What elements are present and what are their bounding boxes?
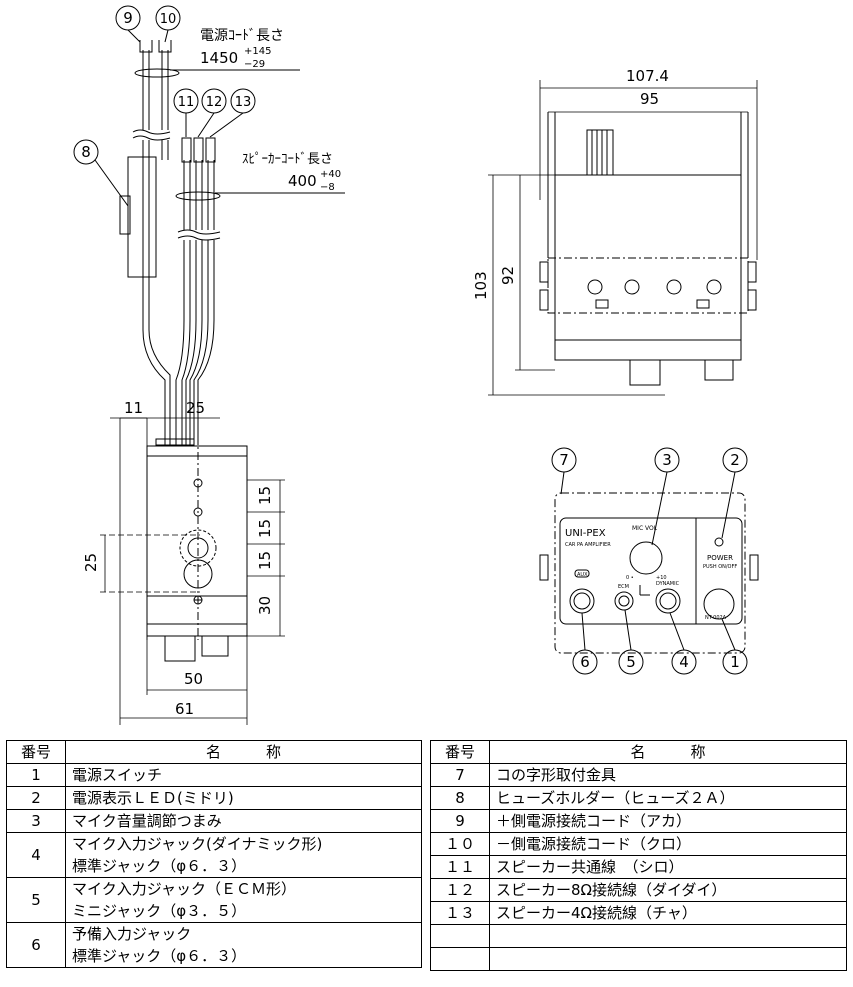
panel-scale-min: 0 •: [626, 575, 634, 581]
dim-107-4: 107.4: [626, 67, 669, 85]
ecm-jack: [614, 591, 634, 611]
dim-11: 11: [124, 399, 143, 417]
panel-power: POWER: [707, 554, 733, 562]
callout-12: 12: [206, 95, 223, 110]
dim-95: 95: [640, 90, 659, 108]
callout-13: 13: [235, 95, 252, 110]
power-led: [714, 537, 724, 547]
table-row: １０－側電源接続コード（クロ）: [430, 832, 847, 856]
header-name: 名 称: [65, 740, 422, 764]
callouts-left: [73, 5, 256, 207]
table-row: 9＋側電源接続コード（アカ）: [430, 809, 847, 833]
power-switch: [703, 588, 735, 620]
cord-assembly: [119, 40, 345, 445]
panel-subtitle: CAR PA AMPLIFIER: [565, 542, 611, 548]
callout-10: 10: [160, 12, 177, 27]
header-name: 名 称: [489, 740, 847, 764]
callout-1: 1: [730, 653, 740, 671]
callout-11: 11: [178, 95, 195, 110]
power-cord-length: 1450: [200, 49, 238, 67]
power-cord-tol-minus: −29: [244, 59, 265, 70]
panel-scale-max: +10: [656, 575, 667, 581]
dim-25-top: 25: [186, 399, 205, 417]
callout-3: 3: [662, 451, 672, 469]
panel-model: NT-002A: [705, 615, 727, 621]
dim-25-left: 25: [82, 553, 100, 572]
dim-103: 103: [472, 271, 490, 300]
speaker-cord-tol-plus: +40: [320, 169, 341, 180]
dim-15-c: 15: [256, 551, 274, 570]
side-dimensions: [100, 417, 285, 725]
callout-8: 8: [81, 143, 91, 161]
drawing: [73, 5, 759, 725]
dynamic-jack: [655, 588, 681, 614]
panel-brand: UNI-PEX: [565, 528, 606, 539]
dim-50: 50: [184, 670, 203, 688]
fuse-holder: [127, 156, 157, 278]
table-row: [430, 947, 847, 971]
panel-aux: AUX: [577, 572, 588, 578]
panel-ecm: ECM: [618, 584, 629, 590]
header-no: 番号: [430, 740, 490, 764]
speaker-cord-label: ｽﾋﾟｰｶｰｺｰﾄﾞ長さ: [242, 152, 333, 167]
power-cord-label: 電源ｺｰﾄﾞ長さ: [200, 28, 284, 44]
dim-92: 92: [499, 266, 517, 285]
callout-2: 2: [730, 451, 740, 469]
speaker-cord-tol-minus: −8: [320, 182, 335, 193]
speaker-cord-length: 400: [288, 172, 317, 190]
panel-mic-vol: MIC VOL: [632, 525, 658, 532]
callout-9: 9: [123, 9, 133, 27]
callout-7: 7: [559, 451, 569, 469]
top-view: [488, 80, 758, 396]
callouts-right: [551, 447, 748, 675]
panel-dynamic: DYNAMIC: [656, 581, 680, 587]
dim-15-b: 15: [256, 519, 274, 538]
callout-6: 6: [580, 653, 590, 671]
callout-4: 4: [679, 653, 689, 671]
mic-volume-knob: [629, 541, 663, 575]
dim-15-a: 15: [256, 486, 274, 505]
front-panel: [539, 492, 759, 654]
table-row: [430, 924, 847, 948]
power-cord-tol-plus: +145: [244, 46, 271, 57]
labels: 1 2 3 4 5 6 7 8 9 10 11 12 13 電源ｺｰﾄﾞ長さ 1…: [81, 9, 740, 718]
callout-5: 5: [626, 653, 636, 671]
dim-30: 30: [256, 596, 274, 615]
panel-push: PUSH ON/OFF: [703, 564, 737, 570]
dim-61: 61: [175, 700, 194, 718]
header-no: 番号: [6, 740, 66, 764]
